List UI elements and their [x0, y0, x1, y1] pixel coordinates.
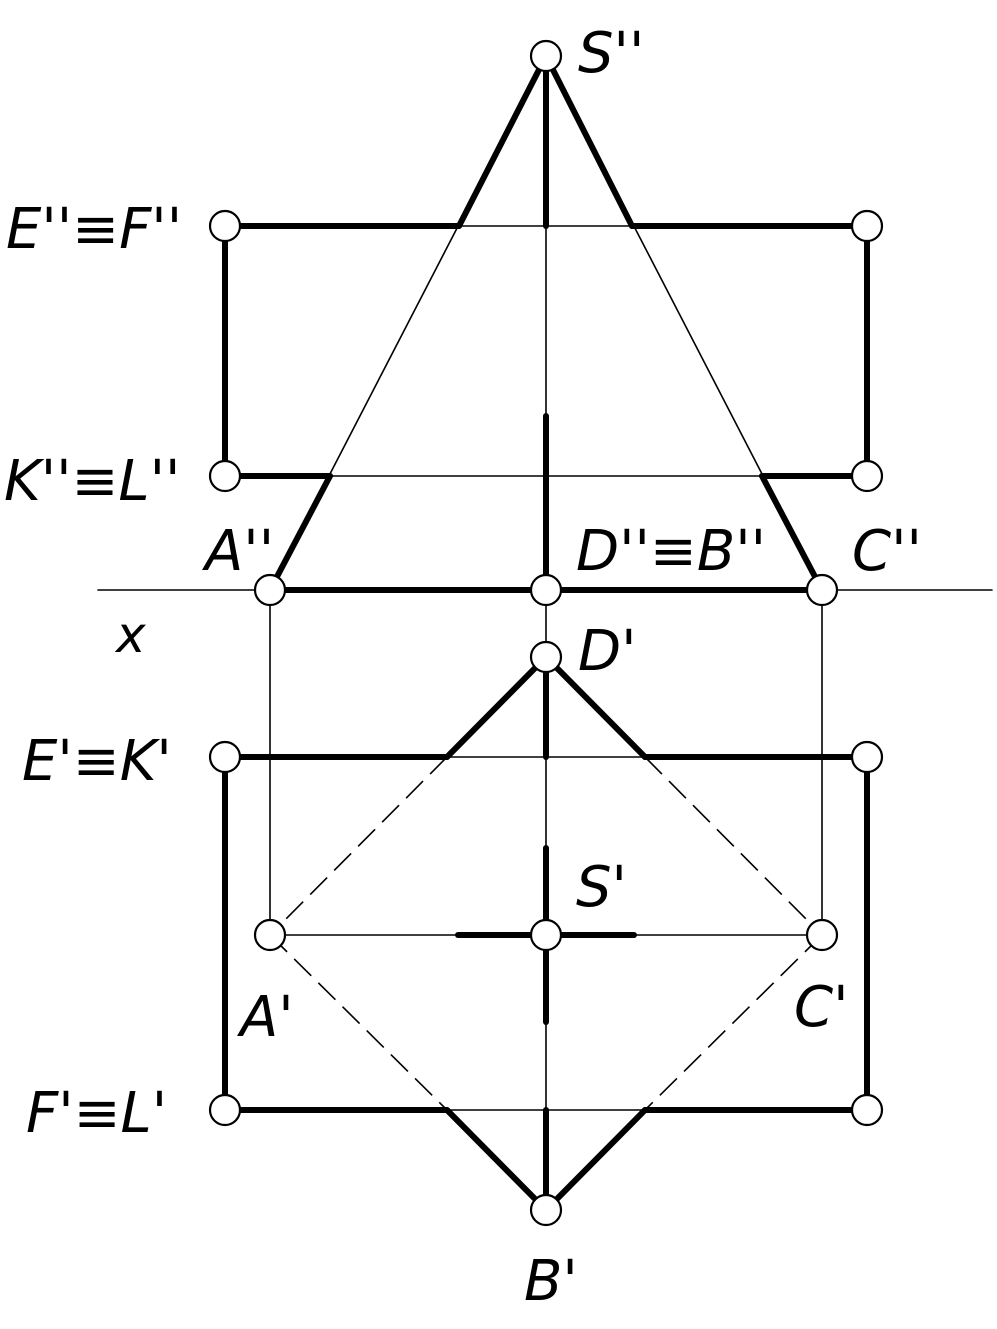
edge-b-left	[444, 1107, 549, 1213]
label-a-top: A'	[237, 985, 294, 1050]
label-x-axis: x	[114, 606, 146, 664]
hidden-edges	[269, 756, 823, 1111]
labels: S'' E''≡F'' K''≡L'' A'' D''≡B'' C'' x D'…	[4, 21, 922, 1314]
label-kl-front: K''≡L''	[4, 449, 180, 514]
point-k-front	[208, 459, 242, 493]
points	[208, 39, 884, 1227]
point-l-front	[850, 459, 884, 493]
label-c-top: C'	[794, 975, 849, 1040]
point-db-front	[529, 573, 563, 607]
edge-sc-lower	[759, 473, 825, 593]
point-a-top	[253, 918, 287, 952]
point-c-front	[805, 573, 839, 607]
point-s-front	[529, 39, 563, 73]
point-ek-top-right	[850, 740, 884, 774]
point-s-top	[529, 918, 563, 952]
point-c-top	[805, 918, 839, 952]
point-b-top	[529, 1193, 563, 1227]
hidden-edge-dc	[644, 756, 823, 936]
label-ek-top: E'≡K'	[22, 729, 172, 794]
label-d-top: D'	[578, 619, 637, 684]
edge-d-left	[444, 654, 549, 760]
point-fl-top-left	[208, 1093, 242, 1127]
label-fl-top: F'≡L'	[26, 1081, 167, 1146]
point-a-front	[253, 573, 287, 607]
edge-d-right	[543, 654, 648, 760]
label-db-front: D''≡B''	[576, 519, 766, 584]
label-s-front: S''	[578, 21, 644, 86]
hidden-edge-ad	[269, 756, 448, 936]
label-c-front: C''	[852, 519, 922, 584]
hidden-edge-cb	[644, 934, 823, 1111]
edge-sc-upper	[543, 53, 635, 229]
point-e-front	[208, 209, 242, 243]
label-b-top: B'	[524, 1249, 578, 1314]
edge-sa-lower	[267, 473, 333, 593]
label-ef-front: E''≡F''	[6, 197, 182, 262]
edge-b-right	[543, 1107, 648, 1213]
label-a-front: A''	[202, 519, 274, 584]
visible-edges	[222, 53, 870, 1213]
point-ek-top-left	[208, 740, 242, 774]
edge-sa-upper	[456, 53, 549, 229]
point-d-top	[529, 640, 563, 674]
point-fl-top-right	[850, 1093, 884, 1127]
hidden-edge-ab	[269, 934, 448, 1111]
point-f-front	[850, 209, 884, 243]
label-s-top: S'	[576, 855, 627, 920]
